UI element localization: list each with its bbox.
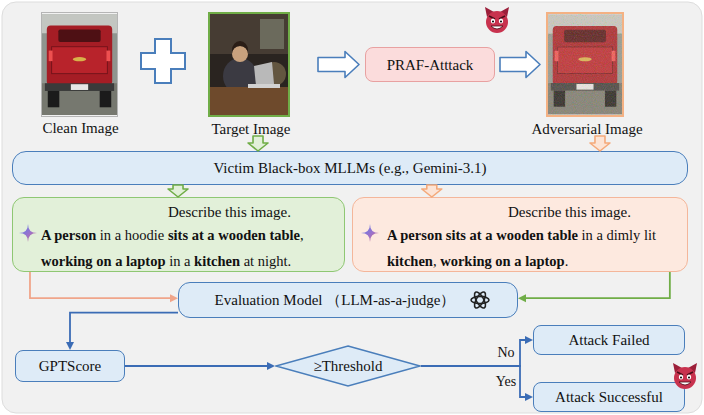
node-text: Clean Image xyxy=(2,119,159,137)
node-text: A person sits at a wooden table in a dim… xyxy=(387,222,685,274)
openai-petal xyxy=(472,290,487,309)
openai-icon xyxy=(471,290,489,309)
target-photo xyxy=(210,14,288,115)
node-text: Victim Black-box MLLMs (e.g., Gemini-3.1… xyxy=(213,159,486,177)
node-text: Adversarial Image xyxy=(508,120,666,138)
gemini-icon xyxy=(19,224,37,242)
adversarial-tint xyxy=(548,14,622,115)
node-text: GPTScore xyxy=(39,357,102,375)
block-arrow xyxy=(590,136,610,151)
block-arrow xyxy=(168,185,188,197)
block-arrow-shape xyxy=(500,52,540,78)
node-text: Attack Successful xyxy=(555,388,663,406)
diamond-shape xyxy=(276,346,420,386)
clean-photo xyxy=(42,14,117,115)
person-head xyxy=(232,46,248,62)
bold-run: sits at a wooden table xyxy=(168,227,300,243)
block-arrow-shape xyxy=(248,136,268,151)
block-arrow-shape xyxy=(422,185,442,197)
response-box: Describe this image.A person sits at a w… xyxy=(352,197,688,272)
node-text: Attack Failed xyxy=(568,331,649,349)
laptop-screen xyxy=(254,62,274,86)
lamp-glow xyxy=(262,62,286,86)
connector-path xyxy=(70,313,178,344)
bold-run: working on a laptop xyxy=(440,253,565,269)
node-text: Describe this image. xyxy=(168,203,291,221)
plus-sign xyxy=(141,39,185,83)
process-box: PRAF-Atttack xyxy=(365,47,495,82)
decision-diamond: ≥Threshold xyxy=(275,345,421,387)
arrow-head xyxy=(518,294,526,302)
photo-table xyxy=(210,87,288,115)
openai-petal xyxy=(472,290,487,309)
model-band: Victim Black-box MLLMs (e.g., Gemini-3.1… xyxy=(12,151,688,185)
connector-path xyxy=(125,365,269,367)
adversarial-truck xyxy=(548,15,622,115)
block-arrow-shape xyxy=(168,185,188,197)
connector-line xyxy=(421,366,533,401)
adversarial-noise xyxy=(548,14,622,115)
laptop-base xyxy=(248,84,280,88)
block-arrow xyxy=(318,52,359,78)
bold-run: kitchen xyxy=(194,253,240,269)
bold-run: A person sits at a wooden table xyxy=(387,227,578,243)
arrow-head xyxy=(525,336,533,344)
photo-wall xyxy=(210,14,288,54)
connector-line xyxy=(66,313,178,350)
block-arrow-shape xyxy=(318,52,359,78)
openai-petal xyxy=(471,296,489,303)
image-frame: Adversarial Image xyxy=(546,12,624,117)
adversarial-photo xyxy=(548,14,622,115)
node-text: PRAF-Atttack xyxy=(387,56,474,74)
connector-path xyxy=(524,272,670,298)
node-text: Evaluation Model （LLM-as-a-judge） xyxy=(215,291,456,309)
node-text: ≥Threshold xyxy=(313,357,382,375)
block-arrow-shape xyxy=(590,136,610,151)
connector-line xyxy=(30,272,178,302)
block-arrow xyxy=(248,136,268,151)
devil-icon xyxy=(673,363,697,389)
node-text: A person in a hoodie sits at a wooden ta… xyxy=(41,222,343,274)
response-box: Describe this image.A person in a hoodie… xyxy=(12,197,345,272)
image-frame: Clean Image xyxy=(41,12,118,117)
node-text: Target Image xyxy=(170,120,332,138)
connector-line xyxy=(518,272,670,302)
person-hair xyxy=(232,41,248,54)
result-box: Attack Failed xyxy=(533,325,685,355)
connector-path xyxy=(421,366,527,397)
score-box: GPTScore xyxy=(15,350,125,382)
block-arrow xyxy=(422,185,442,197)
connector-path xyxy=(421,340,527,366)
bold-run: A person xyxy=(41,227,96,243)
block-arrow xyxy=(500,52,540,78)
gemini-icon xyxy=(361,224,379,242)
bold-run: working on a laptop xyxy=(41,253,166,269)
judge-box: Evaluation Model （LLM-as-a-judge） xyxy=(178,282,518,318)
bold-run: kitchen xyxy=(387,253,433,269)
result-box: Attack Successful xyxy=(533,382,685,412)
connector-path xyxy=(30,272,172,298)
photo-background xyxy=(210,14,288,115)
connector-line xyxy=(421,336,533,366)
arrow-head xyxy=(170,294,178,302)
connector-line xyxy=(125,362,275,370)
devil-icon xyxy=(485,7,509,33)
node-text: Describe this image. xyxy=(508,203,631,221)
edge-label: No xyxy=(486,344,526,362)
person-hoodie xyxy=(223,58,257,94)
photo-window xyxy=(260,19,284,49)
arrow-head xyxy=(525,393,533,401)
edge-label: Yes xyxy=(486,373,526,391)
arrow-head xyxy=(267,362,275,370)
arrow-head xyxy=(66,342,74,350)
image-frame: Target Image xyxy=(208,12,290,117)
